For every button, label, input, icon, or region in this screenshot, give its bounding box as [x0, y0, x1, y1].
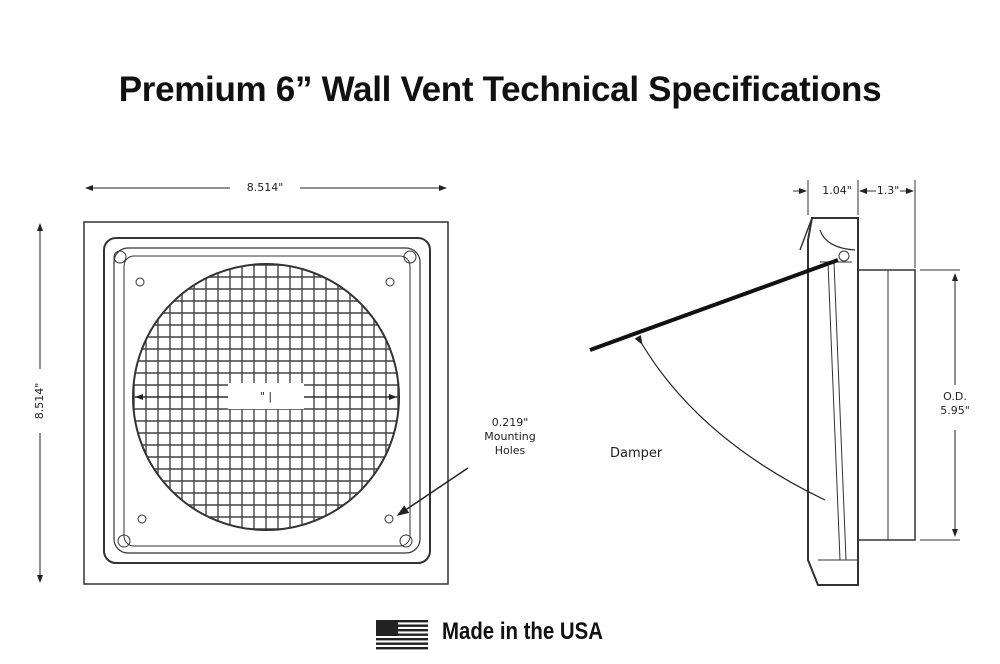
- od-value: 5.95": [940, 404, 970, 417]
- front-view: [37, 185, 469, 585]
- width-dimension-label: 8.514": [232, 181, 298, 195]
- hole-text-2: Holes: [494, 444, 526, 457]
- outer-diameter-label: O.D. 5.95": [935, 390, 975, 418]
- flange-depth-label: 1.04": [818, 184, 856, 198]
- made-in-usa-label: Made in the USA: [442, 618, 603, 645]
- us-flag-icon: [376, 620, 428, 650]
- height-dimension-label: 8.514": [33, 369, 47, 433]
- hole-text-1: Mounting: [484, 430, 536, 443]
- damper-label: Damper: [610, 446, 663, 461]
- duct-depth-label: 1.3": [876, 184, 900, 198]
- center-diameter-label: " |: [259, 390, 273, 403]
- mounting-holes-label: 0.219" Mounting Holes: [470, 416, 550, 458]
- side-view: [589, 180, 960, 586]
- od-text: O.D.: [943, 390, 967, 403]
- hole-size: 0.219": [491, 416, 529, 429]
- page-title: Premium 6” Wall Vent Technical Specifica…: [118, 70, 882, 109]
